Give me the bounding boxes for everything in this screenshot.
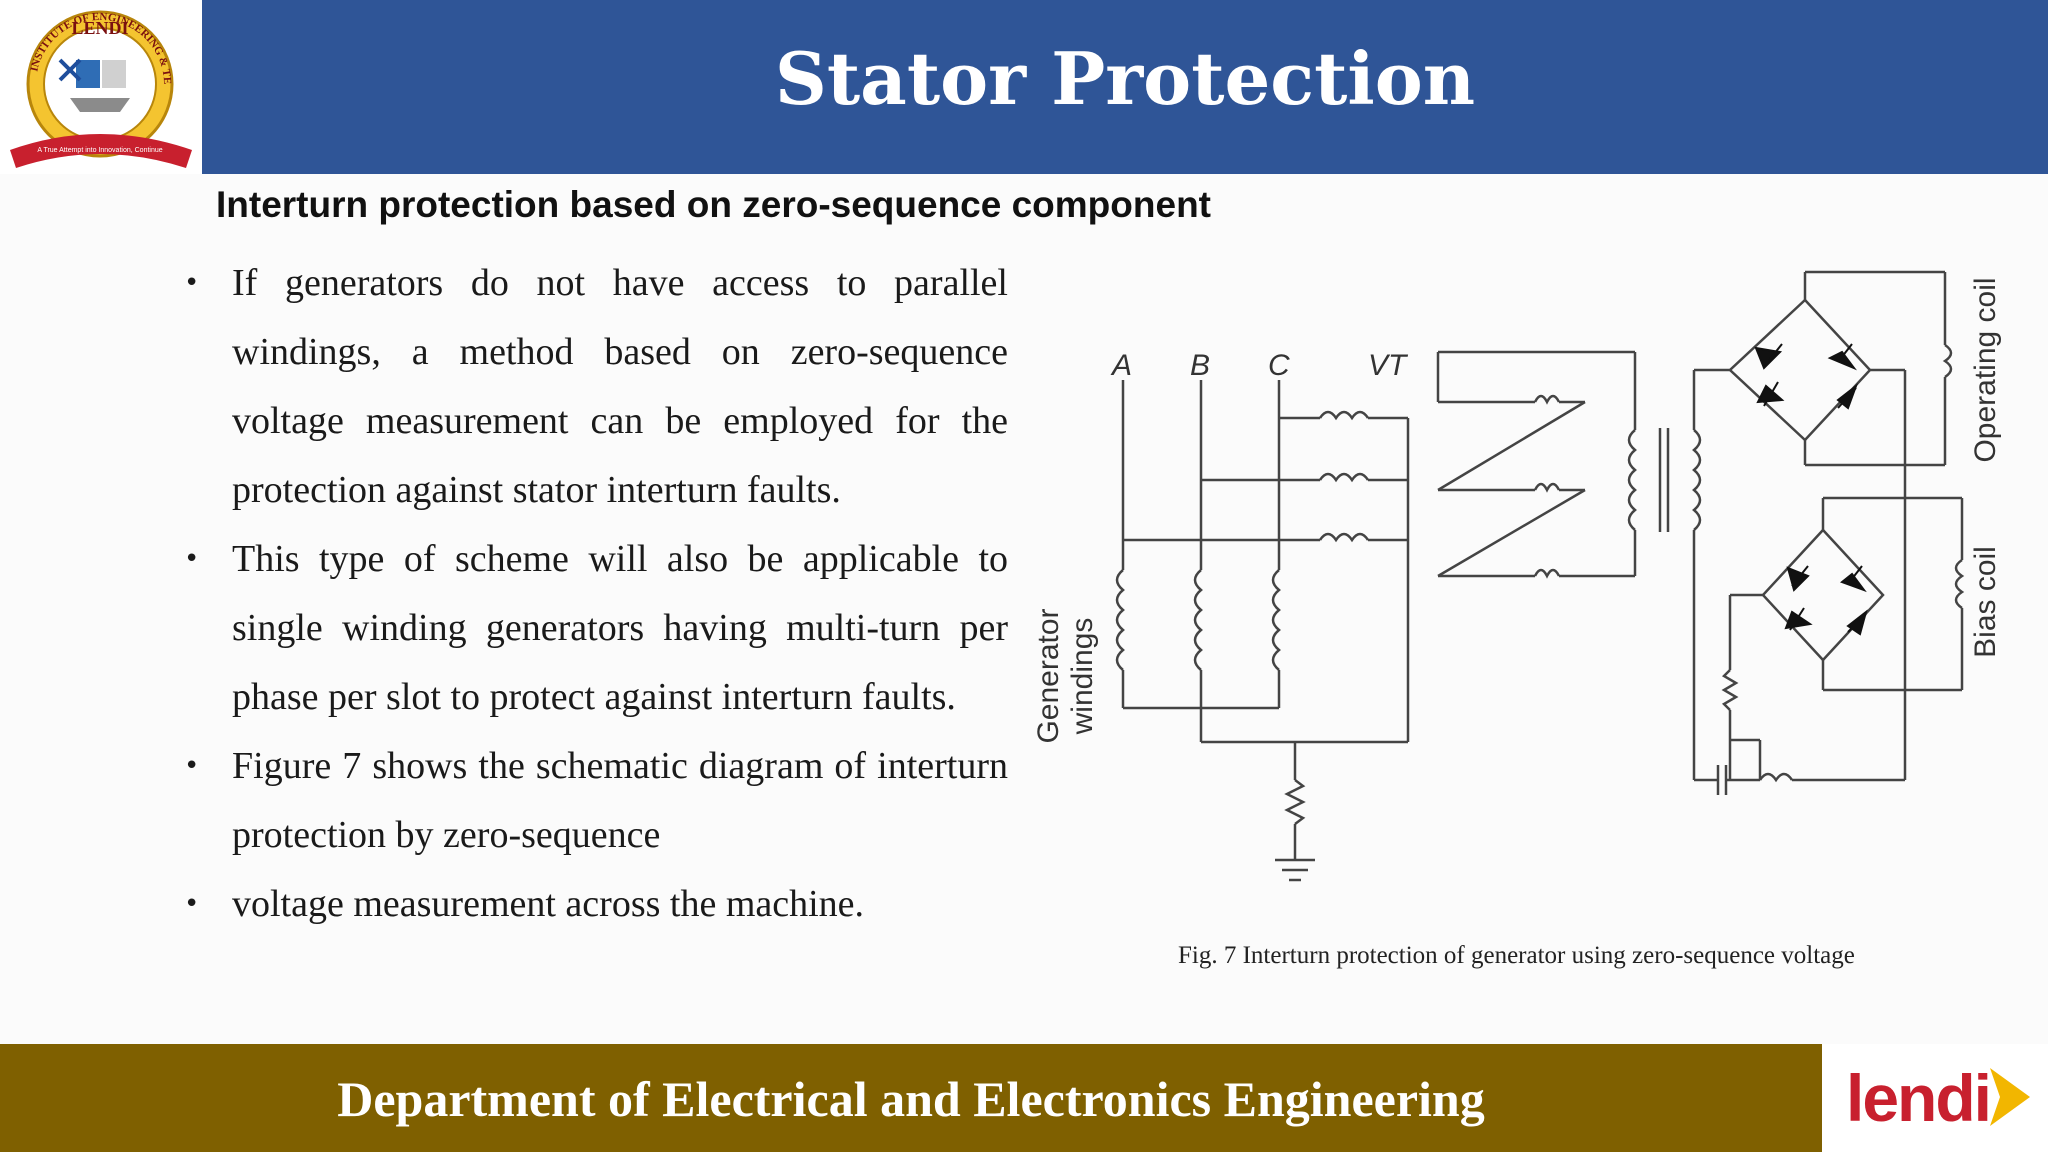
bullet-marker: • <box>184 889 200 919</box>
bullet-list: • If generators do not have access to par… <box>178 249 1008 939</box>
institute-seal-icon: INSTITUTE OF ENGINEERING & TECHNOLOGY LE… <box>0 0 192 168</box>
bullet-item: • voltage measurement across the machine. <box>178 870 1008 939</box>
zero-sequence-schematic: A B C VT Generator windings Operating co… <box>1032 270 2002 882</box>
title-bar: Stator Protection <box>202 0 2048 174</box>
figure-caption: Fig. 7 Interturn protection of generator… <box>1178 942 1855 969</box>
vt-label: VT <box>1368 349 1409 382</box>
phase-a-label: A <box>1110 349 1132 382</box>
phase-c-label: C <box>1268 349 1290 382</box>
bullet-item: • This type of scheme will also be applic… <box>178 525 1008 732</box>
bullet-item: • Figure 7 shows the schematic diagram of… <box>178 732 1008 870</box>
operating-coil-label: Operating coil <box>1969 277 2002 462</box>
generator-windings-label-2: windings <box>1066 618 1099 736</box>
generator-windings-label: Generator <box>1032 608 1065 743</box>
brand-arrow-icon <box>1990 1068 2030 1126</box>
bullet-item: • If generators do not have access to par… <box>178 249 1008 525</box>
slide-title: Stator Protection <box>774 36 1476 121</box>
bullet-text: Figure 7 shows the schematic diagram of … <box>232 745 1008 856</box>
footer-bar: Department of Electrical and Electronics… <box>0 1044 1822 1152</box>
brand-wordmark: lendi <box>1846 1061 1992 1135</box>
bullet-marker: • <box>184 751 200 781</box>
institute-logo: INSTITUTE OF ENGINEERING & TECHNOLOGY LE… <box>0 0 202 174</box>
svg-text:LENDI: LENDI <box>71 18 128 38</box>
bullet-text: voltage measurement across the machine. <box>232 883 865 925</box>
bullet-marker: • <box>184 544 200 574</box>
phase-b-label: B <box>1190 349 1210 382</box>
department-name: Department of Electrical and Electronics… <box>337 1071 1485 1127</box>
brand-logo: lendi <box>1822 1044 2048 1152</box>
svg-text:A True Attempt into Innovation: A True Attempt into Innovation, Continue <box>37 147 162 154</box>
bias-coil-label: Bias coil <box>1969 546 2002 658</box>
bullet-text: This type of scheme will also be applica… <box>232 538 1008 718</box>
bullet-text: If generators do not have access to para… <box>232 262 1008 511</box>
slide-subtitle: Interturn protection based on zero-seque… <box>216 184 1211 225</box>
bullet-marker: • <box>184 268 200 298</box>
